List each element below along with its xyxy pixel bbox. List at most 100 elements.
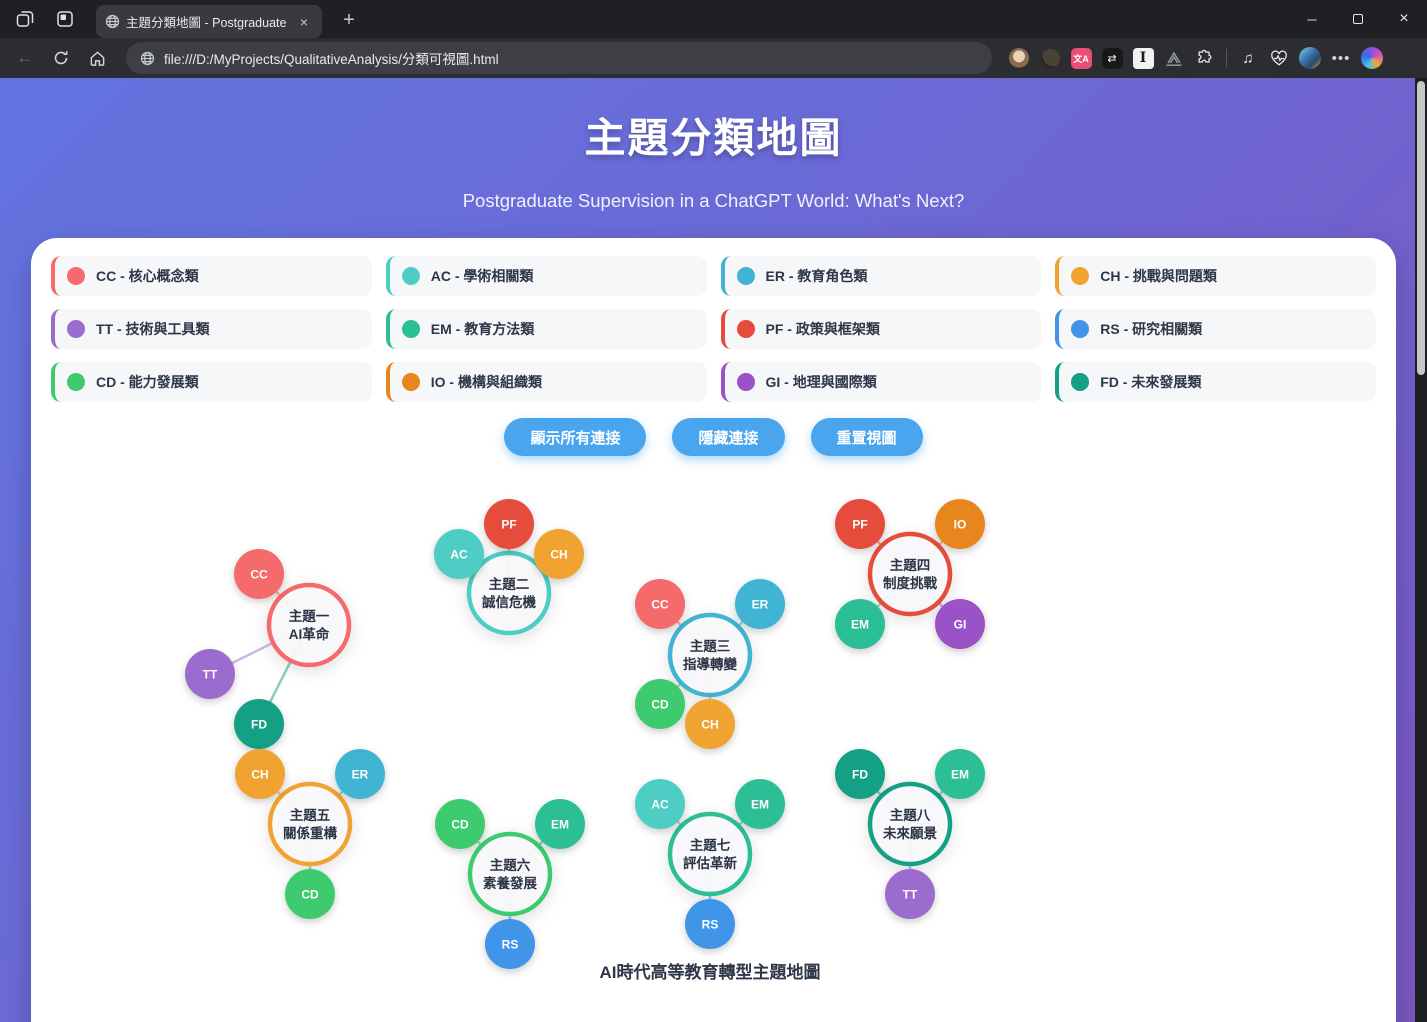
category-dot-icon xyxy=(401,320,420,338)
satellite-node-CD[interactable] xyxy=(635,679,685,729)
satellite-node-EM[interactable] xyxy=(835,599,885,649)
profile-avatar-icon[interactable] xyxy=(1297,45,1323,71)
satellite-label: EM xyxy=(851,618,869,632)
satellite-node-RS[interactable] xyxy=(485,919,535,969)
satellite-node-ER[interactable] xyxy=(735,579,785,629)
refresh-icon[interactable] xyxy=(46,43,76,73)
satellite-node-CH[interactable] xyxy=(534,529,584,579)
home-icon[interactable] xyxy=(82,43,112,73)
satellite-node-TT[interactable] xyxy=(185,649,235,699)
theme-hub-5[interactable] xyxy=(267,781,353,867)
show-all-connections-button[interactable]: 顯示所有連接 xyxy=(504,418,647,456)
theme-hub-label: 主題二誠信危機 xyxy=(482,576,536,610)
satellite-label: TT xyxy=(903,888,918,902)
satellite-label: IO xyxy=(954,518,967,532)
satellite-node-EM[interactable] xyxy=(535,799,585,849)
legend-label: ER - 教育角色類 xyxy=(765,268,868,284)
satellite-node-ER[interactable] xyxy=(335,749,385,799)
theme-hub-4[interactable] xyxy=(867,531,953,617)
more-icon[interactable]: ••• xyxy=(1331,49,1351,67)
monkey-avatar-icon[interactable] xyxy=(1006,45,1032,71)
workspaces-icon[interactable] xyxy=(10,4,40,34)
swap-icon[interactable]: ⇄ xyxy=(1099,45,1125,71)
theme-hub-1[interactable] xyxy=(266,582,352,668)
reset-view-button[interactable]: 重置視圖 xyxy=(810,418,923,456)
satellite-label: ER xyxy=(752,598,769,612)
reader-icon[interactable]: I xyxy=(1130,45,1156,71)
legend-label: CH - 挑戰與問題類 xyxy=(1100,268,1217,284)
satellite-label: GI xyxy=(954,618,967,632)
legend-item-CH: CH - 挑戰與問題類 xyxy=(1055,256,1376,296)
satellite-node-GI[interactable] xyxy=(935,599,985,649)
category-dot-icon xyxy=(1071,373,1090,391)
theme-hub-8[interactable] xyxy=(867,781,953,867)
satellite-node-RS[interactable] xyxy=(685,899,735,949)
copilot-icon[interactable] xyxy=(1359,45,1385,71)
legend-label: CC - 核心概念類 xyxy=(96,268,199,284)
satellite-label: RS xyxy=(502,938,519,952)
satellite-node-CH[interactable] xyxy=(235,749,285,799)
site-globe-icon xyxy=(140,51,155,65)
window-maximize-button[interactable] xyxy=(1335,0,1381,38)
theme-hub-label: 主題三指導轉變 xyxy=(683,638,737,672)
moon-icon[interactable] xyxy=(1037,45,1063,71)
scrollbar-thumb[interactable] xyxy=(1417,81,1425,375)
url-text: file:///D:/MyProjects/QualitativeAnalysi… xyxy=(164,52,499,67)
health-icon[interactable] xyxy=(1266,45,1292,71)
page-title: 主題分類地圖 xyxy=(584,115,843,161)
theme-hub-6[interactable] xyxy=(467,831,553,917)
satellite-node-CC[interactable] xyxy=(635,579,685,629)
satellite-label: PF xyxy=(852,518,867,532)
hide-connections-button[interactable]: 隱藏連接 xyxy=(672,418,785,456)
satellite-node-IO[interactable] xyxy=(935,499,985,549)
puzzle-icon[interactable] xyxy=(1192,45,1218,71)
page-subtitle: Postgraduate Supervision in a ChatGPT Wo… xyxy=(462,190,965,211)
satellite-node-PF[interactable] xyxy=(484,499,534,549)
legend-label: IO - 機構與組織類 xyxy=(430,374,542,390)
satellite-node-PF[interactable] xyxy=(835,499,885,549)
satellite-label: RS xyxy=(702,918,719,932)
satellite-node-AC[interactable] xyxy=(434,529,484,579)
satellite-node-CD[interactable] xyxy=(285,869,335,919)
satellite-node-CD[interactable] xyxy=(435,799,485,849)
browser-tab[interactable]: 主題分類地圖 - Postgraduate Sup × xyxy=(96,5,322,38)
window-minimize-button[interactable]: ─ xyxy=(1307,11,1317,27)
window-close-button[interactable]: × xyxy=(1399,10,1409,27)
tab-close-icon[interactable]: × xyxy=(299,13,309,30)
theme-hub-2[interactable] xyxy=(466,550,552,636)
page-scrollbar[interactable] xyxy=(1415,78,1427,1022)
satellite-label: FD xyxy=(251,718,267,732)
satellite-label: PF xyxy=(501,518,516,532)
satellite-node-AC[interactable] xyxy=(635,779,685,829)
translate-icon[interactable]: 文A xyxy=(1068,45,1094,71)
theme-hub-3[interactable] xyxy=(667,612,753,698)
extensions-row: 文A⇄I ♫ ••• xyxy=(1006,45,1385,71)
tab-layout-icon[interactable] xyxy=(50,4,80,34)
satellite-node-FD[interactable] xyxy=(835,749,885,799)
legend-item-IO: IO - 機構與組織類 xyxy=(385,362,707,402)
satellite-node-FD[interactable] xyxy=(234,699,284,749)
category-dot-icon xyxy=(67,373,85,391)
media-icon[interactable]: ♫ xyxy=(1242,49,1254,67)
satellite-node-EM[interactable] xyxy=(735,779,785,829)
legend-label: CD - 能力發展類 xyxy=(96,374,199,390)
category-dot-icon xyxy=(67,320,85,338)
satellite-label: CD xyxy=(451,818,469,832)
legend-label: PF - 政策與框架類 xyxy=(765,321,880,337)
satellite-node-EM[interactable] xyxy=(935,749,985,799)
satellite-node-CC[interactable] xyxy=(234,549,284,599)
satellite-node-CH[interactable] xyxy=(685,699,735,749)
url-bar[interactable]: file:///D:/MyProjects/QualitativeAnalysi… xyxy=(126,42,992,74)
legend-item-FD: FD - 未來發展類 xyxy=(1055,362,1376,402)
satellite-label: AC xyxy=(651,798,669,812)
satellite-node-TT[interactable] xyxy=(885,869,935,919)
layers-icon[interactable] xyxy=(1161,45,1187,71)
theme-hub-label: 主題八未來願景 xyxy=(883,807,937,841)
new-tab-button[interactable]: + xyxy=(343,9,355,31)
satellite-label: EM xyxy=(551,818,569,832)
back-icon[interactable]: ← xyxy=(16,48,34,67)
theme-hub-7[interactable] xyxy=(667,811,753,897)
